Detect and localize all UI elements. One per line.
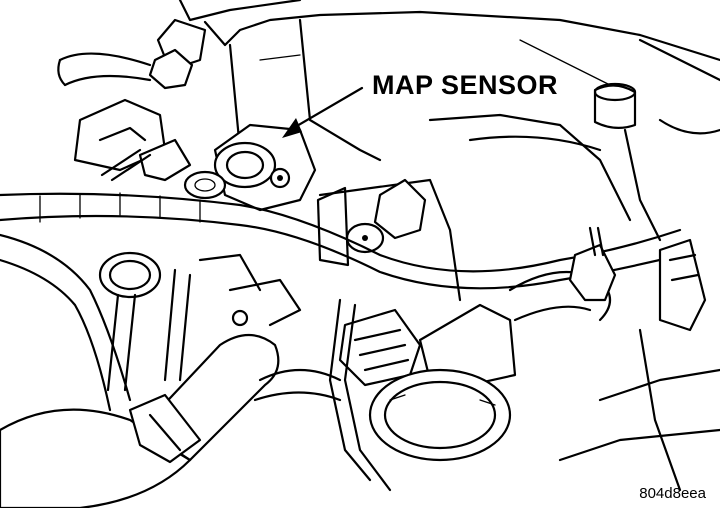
right-hose [508, 226, 707, 492]
mounting-bolts [198, 253, 302, 327]
intake-manifold [178, 0, 720, 462]
coolant-sensor [593, 82, 720, 242]
map-sensor [183, 123, 317, 212]
map-sensor-label: MAP SENSOR [372, 70, 559, 100]
figure-code: 804d8eea [639, 485, 706, 502]
vacuum-hose [0, 333, 280, 508]
electrical-connector [328, 298, 517, 492]
fuel-fitting [57, 18, 207, 90]
callout-arrow [282, 86, 364, 138]
pcv-valve [253, 368, 512, 462]
injector-tube [98, 251, 192, 392]
vacuum-connector [73, 98, 192, 182]
center-fitting [316, 178, 427, 267]
